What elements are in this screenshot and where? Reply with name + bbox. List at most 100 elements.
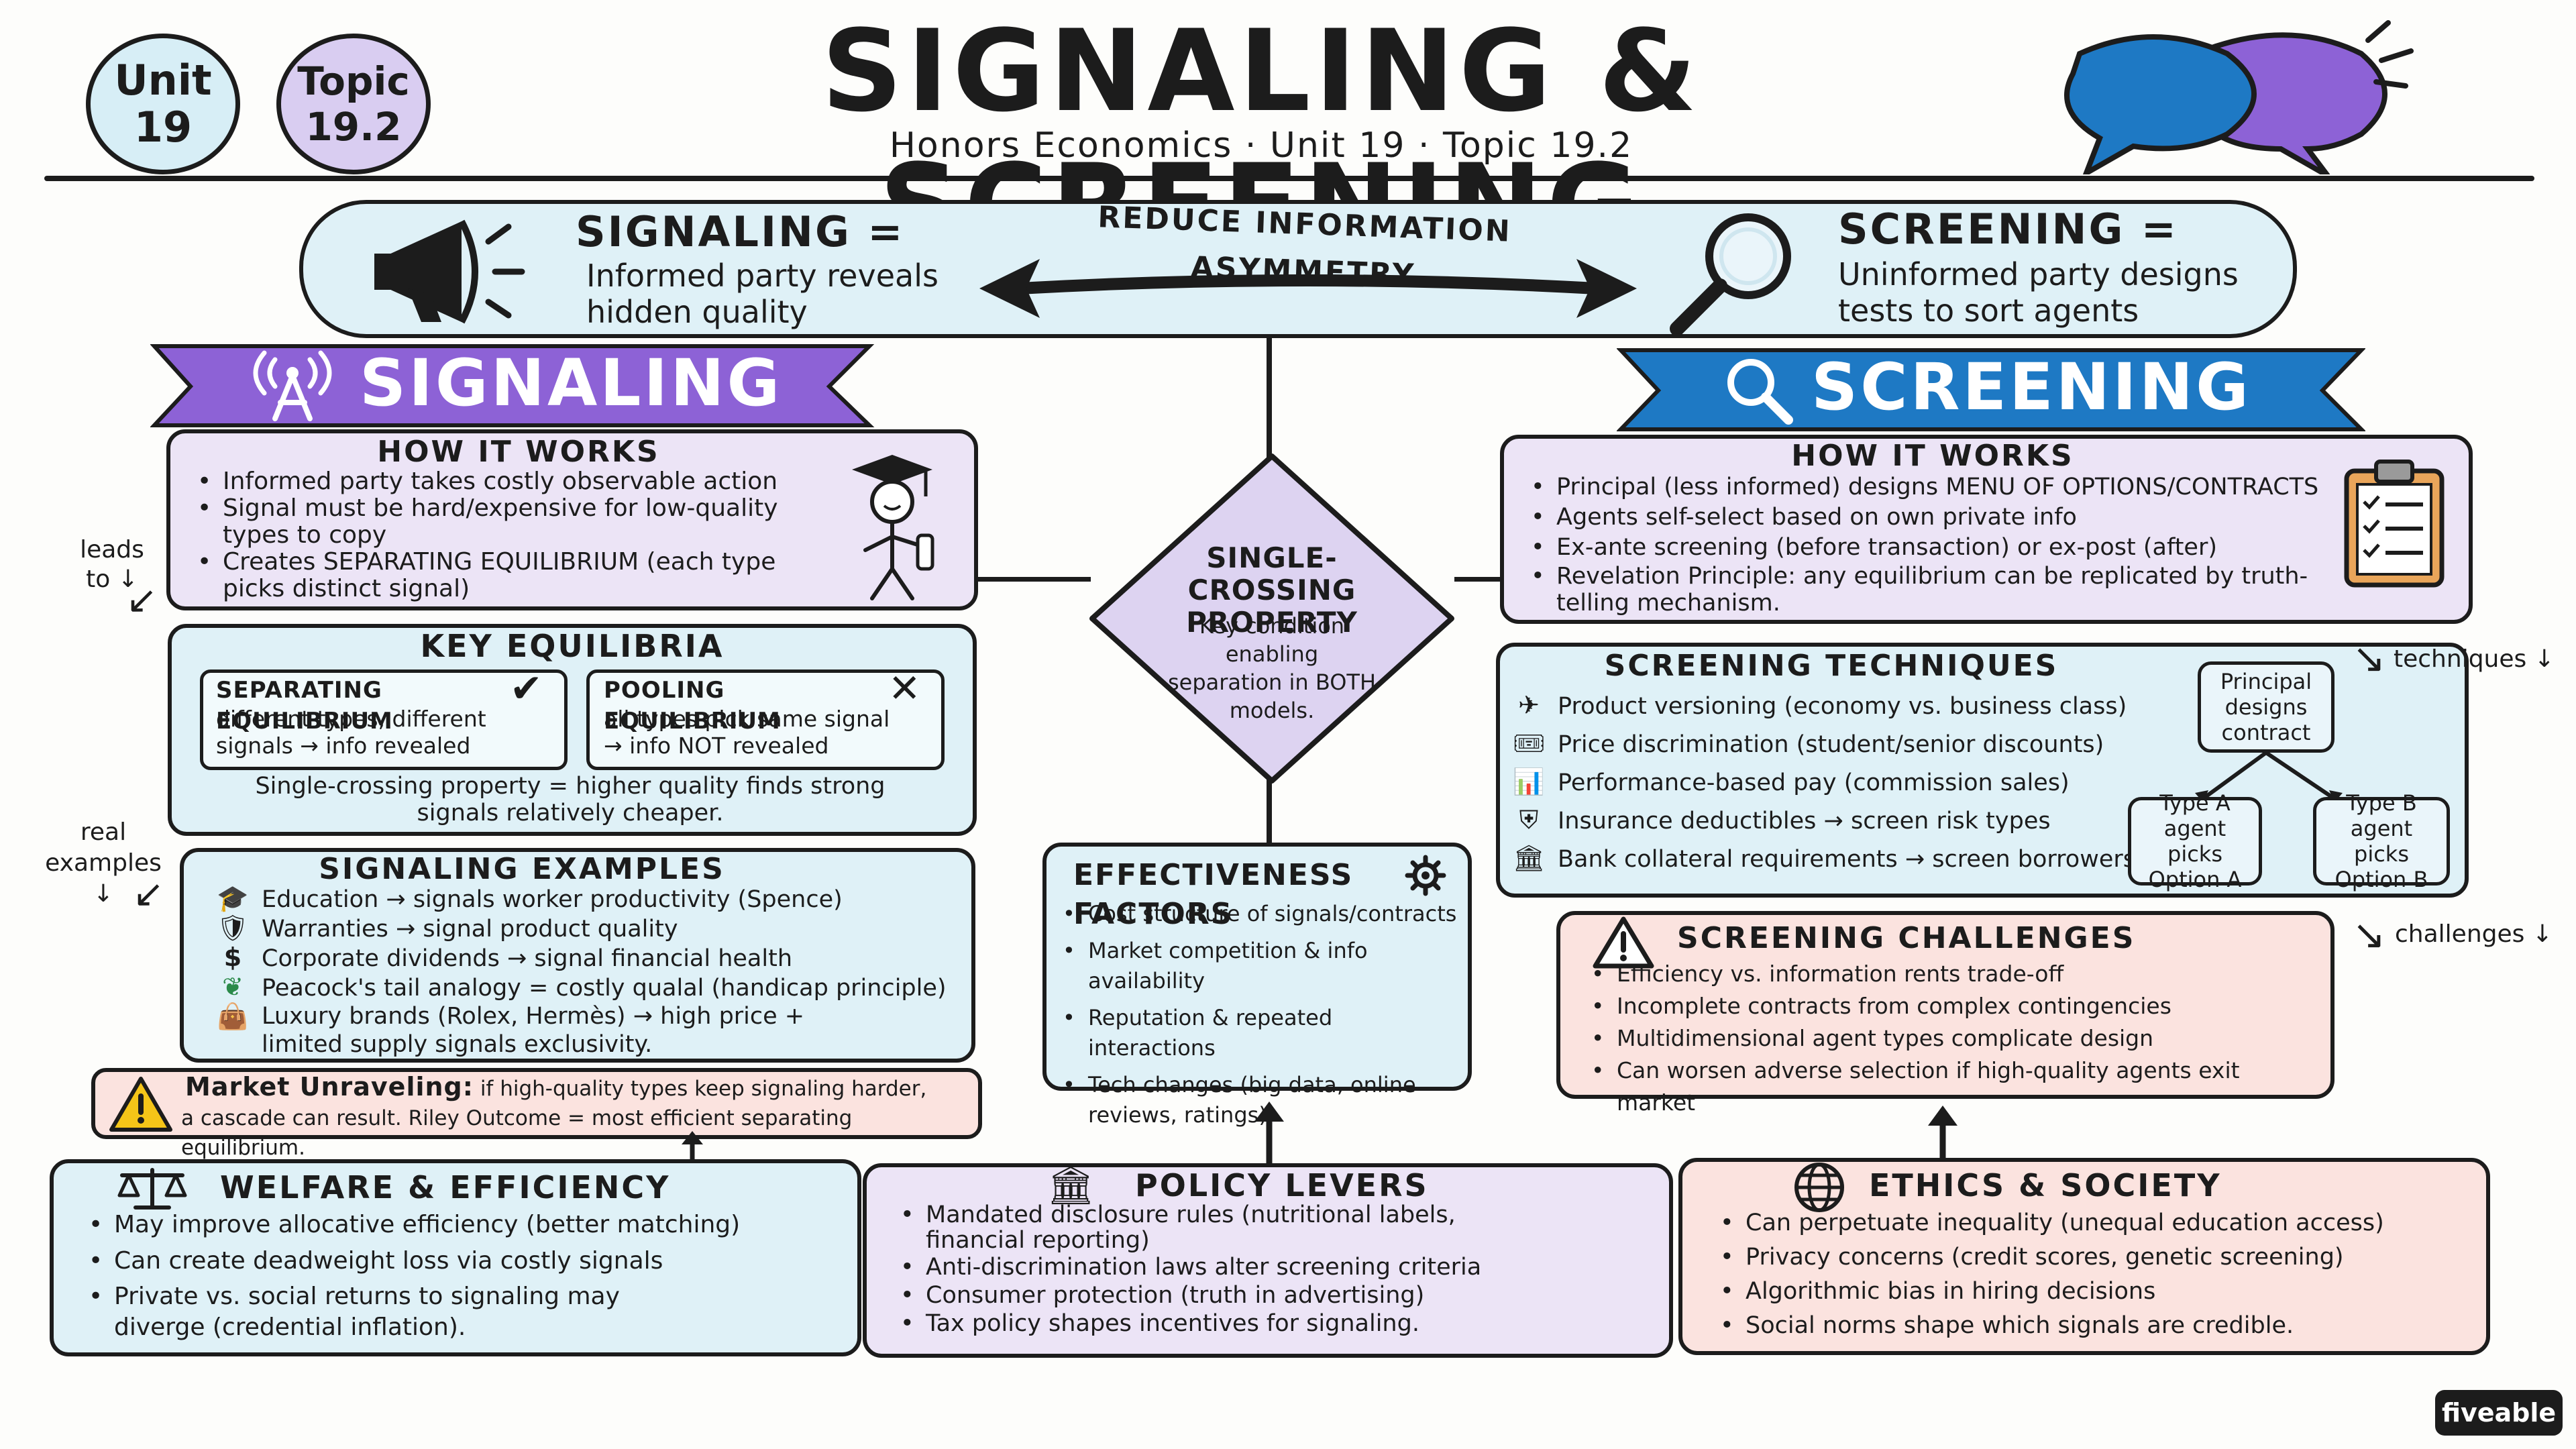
welfare-title: WELFARE & EFFICIENCY [220,1169,671,1205]
list-item: ❦Peacock's tail analogy = costly qualal … [213,973,965,1002]
separating-equilibrium-title: SEPARATING EQUILIBRIUM [216,677,393,735]
list-item: Multidimensional agent types complicate … [1591,1022,2325,1055]
bank-icon: 🏛 [1512,843,1546,873]
arrow-up-ethics [1928,1106,1957,1165]
double-arrow [979,259,1637,318]
list-item: Tech changes (big data, online reviews, … [1063,1070,1464,1130]
list-item: 🏛Bank collateral requirements → screen b… [1509,840,2153,878]
tree-root-principal: Principal designs contract [2198,661,2334,753]
single-crossing-diamond [1089,453,1454,784]
screening-challenges-list: Efficiency vs. information rents trade-o… [1580,958,2325,1119]
challenges-label: challenges ↓ [2395,920,2553,948]
list-item: Efficiency vs. information rents trade-o… [1591,958,2325,990]
list-item: Mandated disclosure rules (nutritional l… [900,1202,1556,1253]
shield-plus-icon: ⛨ [1519,805,1539,835]
screening-techniques-title: SCREENING TECHNIQUES [1604,649,2059,683]
policy-list: Mandated disclosure rules (nutritional l… [890,1202,1661,1338]
connector-diamond-effectiveness [1267,778,1272,845]
list-item: Tax policy shapes incentives for signali… [900,1309,1661,1338]
page-title: SIGNALING & SCREENING [821,5,1701,271]
policy-title: POLICY LEVERS [1135,1167,1429,1203]
warning-icon [109,1077,172,1132]
list-item: 🎟Price discrimination (student/senior di… [1509,725,2153,763]
market-unraveling-title: Market Unraveling: [185,1072,474,1102]
signaling-ribbon-label: SIGNALING [360,345,783,421]
real-examples-label: real examples ↓ [45,818,162,908]
unit-badge-label: Unit 19 [114,56,212,152]
clipboard-checklist-icon [2344,460,2445,588]
graduation-cap-icon: 🎓 [217,883,249,913]
list-item: May improve allocative efficiency (bette… [89,1209,843,1241]
airplane-icon: ✈ [1518,690,1540,720]
tree-type-b: Type B agent picks Option B [2313,790,2450,892]
key-equilibria-title: KEY EQUILIBRIA [420,628,724,664]
balance-scale-icon [117,1168,187,1210]
list-item: Agents self-select based on own private … [1531,502,2345,533]
list-item: Can perpetuate inequality (unequal educa… [1720,1206,2474,1240]
list-item: Revelation Principle: any equilibrium ca… [1531,563,2345,616]
ticket-icon: 🎟 [1512,729,1546,758]
arrow-up-welfare [682,1131,703,1163]
screening-how-list: Principal (less informed) designs MENU O… [1520,472,2345,616]
list-item: Creates SEPARATING EQUILIBRIUM (each typ… [197,549,790,602]
topic-badge-label: Topic 19.2 [297,58,410,150]
search-icon [1727,359,1793,425]
signaling-definition-text: Informed party reveals hidden quality [586,258,938,330]
speech-bubbles-icon [2064,20,2414,174]
page-subtitle: Honors Economics · Unit 19 · Topic 19.2 [889,125,1633,166]
megaphone-icon [374,219,525,324]
list-item: 🎓Education → signals worker productivity… [213,884,965,914]
list-item: Algorithmic bias in hiring decisions [1720,1275,2474,1309]
dollar-coin-icon: $ [223,943,242,972]
list-item: Private vs. social returns to signaling … [89,1281,691,1343]
list-item: Ex-ante screening (before transaction) o… [1531,533,2345,563]
magnifier-icon [1670,213,1791,335]
topic-badge: Topic 19.2 [276,34,431,174]
screening-techniques-list: ✈Product versioning (economy vs. busines… [1509,687,2153,878]
screening-ribbon-label: SCREENING [1811,350,2251,425]
list-item: $Corporate dividends → signal financial … [213,943,965,973]
screening-ribbon [1617,348,2365,431]
shield-icon: 🛡 [216,913,250,943]
list-item: Incomplete contracts from complex contin… [1591,990,2325,1022]
connector-right-diamond [1454,577,1501,582]
screening-how-title: HOW IT WORKS [1791,439,2074,473]
list-item: Can worsen adverse selection if high-qua… [1591,1055,2325,1119]
list-item: Consumer protection (truth in advertisin… [900,1281,1661,1309]
bank-icon: 🏛 [1046,1164,1095,1208]
definition-banner [299,200,2297,338]
graduate-stick-figure-icon [852,455,934,600]
bar-chart-icon: 📊 [1513,767,1545,796]
ethics-list: Can perpetuate inequality (unequal educa… [1709,1206,2474,1343]
list-item: 👜Luxury brands (Rolex, Hermès) → high pr… [213,1002,965,1059]
list-item: 📊Performance-based pay (commission sales… [1509,763,2153,802]
list-item: Market competition & info availability [1063,936,1464,996]
pooling-equilibrium-card [586,669,945,770]
list-item: ⛨Insurance deductibles → screen risk typ… [1509,802,2153,840]
list-item: Principal (less informed) designs MENU O… [1531,472,2345,502]
effectiveness-title: EFFECTIVENESS FACTORS [1073,858,1354,931]
list-item: Can create deadweight loss via costly si… [89,1245,843,1277]
signaling-ribbon [150,344,875,427]
signaling-how-title: HOW IT WORKS [377,435,660,469]
antenna-icon [253,350,332,421]
single-crossing-note: Single-crossing property = higher qualit… [255,773,885,826]
screening-definition-text: Uninformed party designs tests to sort a… [1838,256,2239,329]
market-unraveling-warning [91,1068,982,1139]
signaling-examples-title: SIGNALING EXAMPLES [319,852,725,886]
screening-challenges-title: SCREENING CHALLENGES [1677,921,2136,955]
list-item: Informed party takes costly observable a… [197,468,790,496]
gear-icon [1405,855,1446,896]
header-divider [44,176,2534,181]
unit-badge: Unit 19 [86,34,240,174]
connector-banner-diamond [1267,337,1272,458]
effectiveness-list: Cost structure of signals/contracts Mark… [1055,899,1464,1130]
ethics-title: ETHICS & SOCIETY [1869,1167,2222,1203]
leads-to-label: leads to ↓ [80,536,144,593]
connector-left-diamond [978,577,1091,582]
diamond-title: SINGLE-CROSSING PROPERTY [1186,541,1358,639]
market-unraveling-text: Market Unraveling: if high-quality types… [181,1072,927,1160]
signaling-examples-list: 🎓Education → signals worker productivity… [213,884,965,1059]
list-item: 🛡Warranties → signal product quality [213,914,965,943]
diamond-description: Key condition enabling separation in BOT… [1167,613,1377,723]
